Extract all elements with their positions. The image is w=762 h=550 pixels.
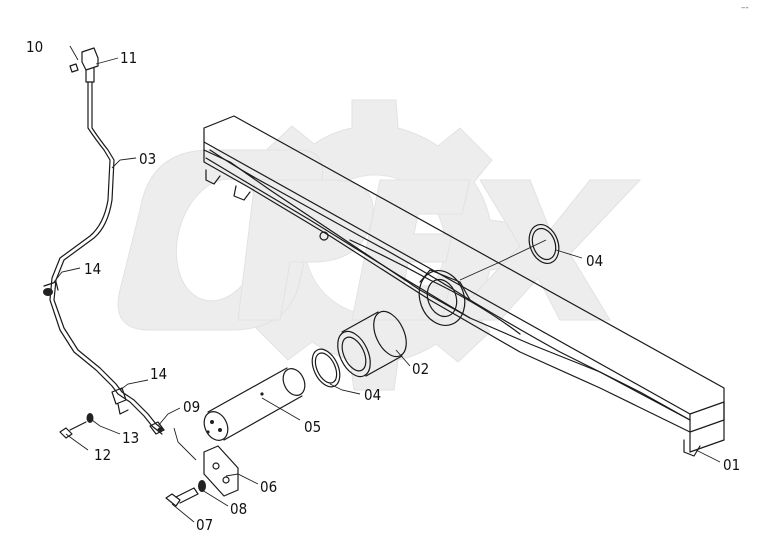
label-02: 02 xyxy=(412,360,429,378)
label-07: 07 xyxy=(196,516,213,534)
label-14-lower: 14 xyxy=(150,365,167,383)
corner-mark: –- xyxy=(741,3,749,13)
axle-beam-01 xyxy=(203,115,725,457)
grease-pipe-03 xyxy=(49,81,165,435)
label-04-top: 04 xyxy=(586,252,603,270)
leader-lines xyxy=(53,45,721,523)
watermark-logo xyxy=(117,149,642,331)
label-14-upper: 14 xyxy=(84,260,101,278)
label-08: 08 xyxy=(230,500,247,518)
washer-08 xyxy=(198,480,206,492)
fitting-09 xyxy=(149,421,165,435)
label-10: 10 xyxy=(26,38,43,56)
cap-10 xyxy=(69,63,79,73)
part-labels: 10 11 03 14 14 09 13 12 05 06 08 07 04 0… xyxy=(26,38,740,534)
label-05: 05 xyxy=(304,418,321,436)
label-06: 06 xyxy=(260,478,277,496)
plate-06 xyxy=(203,445,239,497)
clip-14-upper xyxy=(43,281,59,296)
label-11: 11 xyxy=(120,49,137,67)
pin-05 xyxy=(203,367,306,441)
bolt-07 xyxy=(165,487,199,507)
label-04-lower: 04 xyxy=(364,386,381,404)
label-09: 09 xyxy=(183,398,200,416)
washer-13 xyxy=(86,413,94,423)
bolt-12 xyxy=(59,421,87,439)
label-03: 03 xyxy=(139,150,156,168)
clip-14-lower xyxy=(111,387,129,415)
label-12: 12 xyxy=(94,446,111,464)
label-13: 13 xyxy=(122,429,139,447)
seal-ring-04-top xyxy=(528,224,560,264)
grease-nipple-11 xyxy=(81,47,99,83)
bushing-02 xyxy=(337,310,407,378)
label-01: 01 xyxy=(723,456,740,474)
